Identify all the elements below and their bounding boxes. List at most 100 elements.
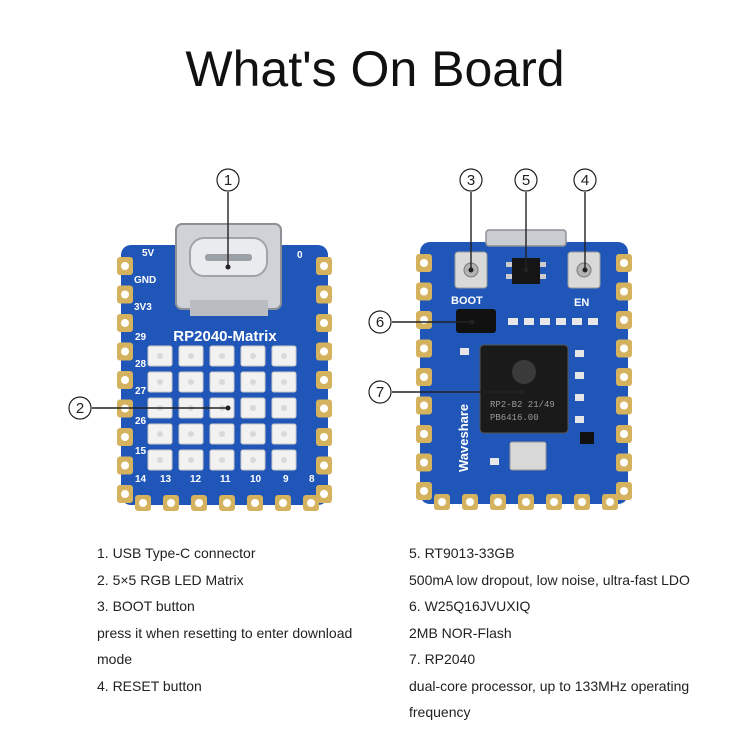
- pad-hole: [578, 498, 586, 506]
- left-silkscreen-label: RP2040-Matrix: [173, 328, 277, 345]
- led-die: [188, 431, 194, 437]
- raspberry-logo-icon: [512, 360, 536, 384]
- led-die: [250, 353, 256, 359]
- rp2040-chip: [479, 344, 569, 434]
- transistor: [580, 432, 594, 444]
- left-board: RP2040-Matrix 5V GND 3V3 29 28 27 26 15 …: [117, 223, 332, 511]
- callouts: [92, 192, 586, 409]
- en-label: EN: [574, 297, 589, 309]
- led-die: [188, 457, 194, 463]
- led-die: [281, 353, 287, 359]
- description-left: 1. USB Type-C connector 2. 5×5 RGB LED M…: [97, 540, 352, 699]
- pad-hole: [420, 458, 428, 467]
- led-die: [157, 379, 163, 385]
- pad-hole: [320, 433, 328, 441]
- led-die: [188, 353, 194, 359]
- description-line: 5. RT9013-33GB: [409, 545, 515, 561]
- pad-hole: [121, 376, 129, 384]
- callout-number: 6: [376, 314, 384, 331]
- pin-label: 27: [135, 386, 147, 397]
- pad-hole: [420, 373, 428, 381]
- pad-hole: [466, 498, 474, 506]
- callout-number: 1: [224, 172, 232, 189]
- pad-hole: [620, 287, 628, 296]
- pad-hole: [121, 319, 129, 327]
- led-die: [250, 405, 256, 411]
- right-board: BOOT EN RP2-B2 21/49 PB6416.00 Waveshare: [416, 229, 632, 510]
- pad-hole: [420, 316, 428, 324]
- pad-hole: [279, 499, 287, 507]
- page-title: What's On Board: [185, 41, 565, 97]
- callout-number: 7: [376, 384, 384, 401]
- led-die: [157, 457, 163, 463]
- left-pin-labels: 5V GND 3V3 29 28 27 26 15 0 14 13 12 11 …: [134, 248, 315, 485]
- pad-hole: [320, 461, 328, 470]
- led-die: [219, 431, 225, 437]
- pad-hole: [438, 498, 446, 506]
- pin-label: 12: [190, 474, 202, 485]
- description-line: 3. BOOT button: [97, 598, 195, 614]
- led-die: [250, 457, 256, 463]
- pin-label: 26: [135, 416, 147, 427]
- chip-marking-line: RP2-B2 21/49: [490, 400, 555, 410]
- pad-hole: [121, 461, 129, 470]
- description-line: 2MB NOR-Flash: [409, 624, 512, 641]
- brand-label: Waveshare: [456, 404, 471, 472]
- pad-hole: [620, 259, 628, 267]
- pad-hole: [139, 499, 147, 507]
- pin-label: 14: [135, 474, 147, 485]
- led-die: [250, 379, 256, 385]
- description-line: frequency: [409, 704, 471, 720]
- pad-hole: [620, 430, 628, 438]
- pad-hole: [320, 347, 328, 356]
- pad-hole: [320, 262, 328, 270]
- led-die: [157, 431, 163, 437]
- pad-hole: [620, 458, 628, 467]
- pad-hole: [606, 498, 614, 506]
- description-line: 500mA low dropout, low noise, ultra-fast…: [409, 571, 690, 588]
- description-line: 6. W25Q16JVUXIQ: [409, 598, 531, 614]
- pin-label: 28: [135, 359, 147, 370]
- pad-hole: [420, 487, 428, 495]
- callout-dots: [225, 264, 588, 411]
- pad-hole: [195, 499, 203, 507]
- led-die: [157, 353, 163, 359]
- pin-label: 0: [297, 250, 303, 261]
- pad-hole: [121, 290, 129, 299]
- pad-hole: [420, 401, 428, 410]
- led-die: [188, 379, 194, 385]
- led-die: [281, 431, 287, 437]
- pad-hole: [420, 430, 428, 438]
- rgb-led-matrix: [147, 345, 297, 471]
- led-die: [219, 379, 225, 385]
- pin-label: 8: [309, 474, 315, 485]
- callout-number: 5: [522, 172, 530, 189]
- callout-number: 4: [581, 172, 589, 189]
- pad-hole: [620, 487, 628, 495]
- pad-hole: [620, 316, 628, 324]
- led-die: [250, 431, 256, 437]
- pad-hole: [320, 290, 328, 299]
- usb-c-pins: [190, 300, 268, 316]
- pad-hole: [167, 499, 175, 507]
- pin-label: 5V: [142, 248, 155, 259]
- pad-hole: [494, 498, 502, 506]
- pad-hole: [620, 344, 628, 353]
- description-line: dual-core processor, up to 133MHz operat…: [409, 677, 690, 694]
- pin-label: 9: [283, 474, 289, 485]
- pad-hole: [121, 347, 129, 356]
- description-right: 5. RT9013-33GB 500mA low dropout, low no…: [409, 540, 690, 726]
- description-line: press it when resetting to enter downloa…: [97, 624, 353, 641]
- pad-hole: [320, 404, 328, 413]
- pad-hole: [320, 376, 328, 384]
- crystal-oscillator: [509, 441, 547, 471]
- chip-marking-line: PB6416.00: [490, 413, 539, 423]
- description-line: 1. USB Type-C connector: [97, 545, 256, 561]
- pin-label: 10: [250, 474, 262, 485]
- pad-hole: [121, 433, 129, 441]
- pad-hole: [522, 498, 530, 506]
- led-die: [281, 379, 287, 385]
- passive-components: [460, 318, 598, 465]
- led-die: [219, 353, 225, 359]
